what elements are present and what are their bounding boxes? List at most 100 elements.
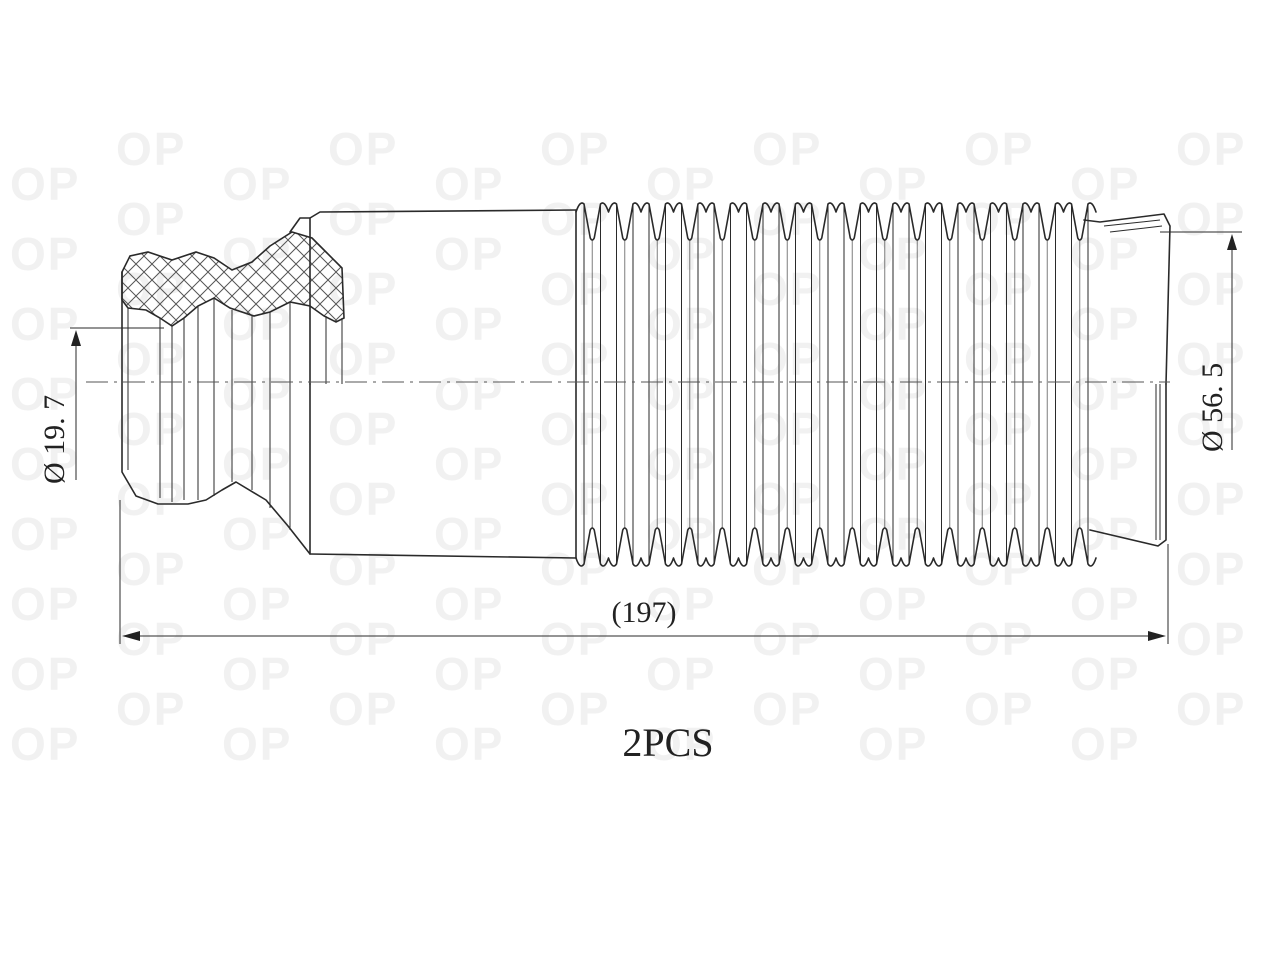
- watermark-text: OP: [1176, 473, 1246, 525]
- watermark-text: OP: [434, 508, 504, 560]
- watermark-text: OP: [752, 123, 822, 175]
- inner-diameter-label: Ø 19. 7: [38, 395, 71, 484]
- watermark-text: OP: [1070, 228, 1140, 280]
- watermark-text: OP: [540, 613, 610, 665]
- watermark-text: OP: [646, 718, 716, 770]
- watermark-text: OP: [646, 578, 716, 630]
- watermark-text: OP: [328, 333, 398, 385]
- watermark-text: OP: [116, 403, 186, 455]
- overall-length-label: (197): [612, 596, 677, 629]
- end-collar: [1083, 213, 1171, 547]
- watermark-text: OP: [10, 438, 80, 490]
- outer-diameter-label: Ø 56. 5: [1196, 363, 1229, 452]
- bellows-bottom-contour: [575, 527, 1097, 567]
- watermark-text: OP: [964, 683, 1034, 735]
- watermark-text: OP: [646, 648, 716, 700]
- watermark-text: OP: [858, 718, 928, 770]
- watermark-text: OP: [964, 613, 1034, 665]
- watermark-text: OP: [116, 683, 186, 735]
- watermark-text: OP: [116, 123, 186, 175]
- watermark-text: OP: [1176, 333, 1246, 385]
- bump-stop: [121, 209, 577, 559]
- watermark-text: OP: [646, 158, 716, 210]
- bump-stop-hatched-section: [121, 231, 345, 327]
- watermark-text: OP: [222, 578, 292, 630]
- watermark-text: OP: [858, 578, 928, 630]
- watermark-text: OP: [10, 648, 80, 700]
- inner-diameter-dimension: Ø 19. 7: [38, 327, 164, 484]
- watermark-text: OP: [752, 613, 822, 665]
- quantity-label: 2PCS: [622, 720, 713, 765]
- watermark-text: OP: [1070, 718, 1140, 770]
- watermark-text: OP: [434, 648, 504, 700]
- watermark-text: OP: [964, 473, 1034, 525]
- watermark-text: OP: [1070, 368, 1140, 420]
- watermark-text: OP: [116, 333, 186, 385]
- bellows-top-contour: [575, 202, 1097, 241]
- watermark-text: OP: [1070, 438, 1140, 490]
- watermark-text: OP: [964, 403, 1034, 455]
- watermark-text: OP: [328, 683, 398, 735]
- watermark-text: OP: [222, 158, 292, 210]
- watermark-text: OP: [434, 158, 504, 210]
- overall-length-dimension: (197): [119, 500, 1169, 644]
- watermark-text: OP: [964, 543, 1034, 595]
- watermark-text: OP: [434, 228, 504, 280]
- watermark-text: OP: [10, 228, 80, 280]
- watermark-text: OP: [1176, 613, 1246, 665]
- watermark-text: OP: [1176, 403, 1246, 455]
- watermark-text: OP: [1176, 543, 1246, 595]
- watermark-text: OP: [434, 578, 504, 630]
- watermark-text: OP: [1176, 193, 1246, 245]
- watermark-text: OP: [10, 578, 80, 630]
- watermark-text: OP: [434, 718, 504, 770]
- watermark-text: OP: [1176, 123, 1246, 175]
- watermark-text: OP: [434, 368, 504, 420]
- watermark-text: OP: [116, 193, 186, 245]
- watermark-text: OP: [222, 368, 292, 420]
- watermark-text: OP: [540, 543, 610, 595]
- watermark-text: OP: [222, 438, 292, 490]
- watermark-text: OP: [540, 683, 610, 735]
- watermark-text: OP: [10, 508, 80, 560]
- outer-diameter-dimension: Ø 56. 5: [1160, 231, 1242, 452]
- watermark-text: OP: [328, 193, 398, 245]
- watermark-text: OP: [540, 403, 610, 455]
- watermark-text: OP: [752, 683, 822, 735]
- watermark-text: OP: [10, 718, 80, 770]
- watermark-text: OP: [116, 543, 186, 595]
- watermark-text: OP: [328, 543, 398, 595]
- watermark-text: OP: [540, 263, 610, 315]
- watermark-text: OP: [328, 613, 398, 665]
- watermark-text: OP: [116, 613, 186, 665]
- watermark-text: OP: [858, 158, 928, 210]
- watermark-text: OP: [1176, 683, 1246, 735]
- watermark-text: OP: [328, 123, 398, 175]
- watermark-text: OP: [10, 368, 80, 420]
- watermark-text: OP: [434, 438, 504, 490]
- watermark-text: OP: [1070, 158, 1140, 210]
- watermark-text: OP: [1176, 263, 1246, 315]
- watermark-text: OP: [964, 123, 1034, 175]
- watermark-text: OP: [328, 473, 398, 525]
- watermark-text: OP: [328, 403, 398, 455]
- watermark-layer: OP OP OP OP OP OP OP OP OP OP OP OP OP OP OP OP OP OP OP OP…: [10, 123, 1246, 770]
- watermark-text: OP: [858, 298, 928, 350]
- watermark-text: OP: [1070, 298, 1140, 350]
- watermark-text: OP: [10, 298, 80, 350]
- watermark-text: OP: [540, 473, 610, 525]
- watermark-text: OP: [1070, 648, 1140, 700]
- watermark-text: OP: [964, 263, 1034, 315]
- watermark-text: OP: [222, 508, 292, 560]
- watermark-text: OP: [858, 438, 928, 490]
- watermark-text: OP: [964, 193, 1034, 245]
- watermark-text: OP: [1070, 578, 1140, 630]
- watermark-text: OP: [858, 368, 928, 420]
- watermark-text: OP: [434, 298, 504, 350]
- bellows-ribs: [583, 206, 1089, 562]
- watermark-text: OP: [540, 123, 610, 175]
- watermark-text: OP: [222, 718, 292, 770]
- bellows: [575, 202, 1097, 567]
- watermark-text: OP: [540, 333, 610, 385]
